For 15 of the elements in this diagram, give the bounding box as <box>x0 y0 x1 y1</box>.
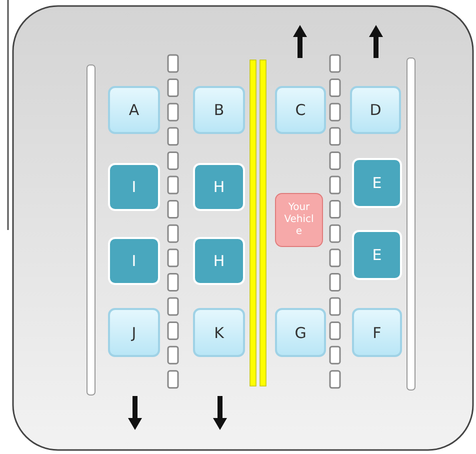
vehicle: C <box>275 86 326 134</box>
vehicle: B <box>193 86 245 134</box>
vehicle: I <box>108 237 160 285</box>
vehicle: G <box>275 308 326 357</box>
vehicle: K <box>193 308 245 357</box>
vehicle: I <box>108 163 160 211</box>
vehicle: F <box>352 308 402 357</box>
vehicle: H <box>193 163 245 211</box>
vehicle: J <box>108 308 160 357</box>
vehicle: A <box>108 86 160 134</box>
vehicle: E <box>352 230 402 280</box>
vehicle: E <box>352 158 402 208</box>
own-vehicle: Your Vehicle <box>275 193 323 247</box>
vehicle: H <box>193 237 245 285</box>
vehicle: D <box>350 86 401 134</box>
